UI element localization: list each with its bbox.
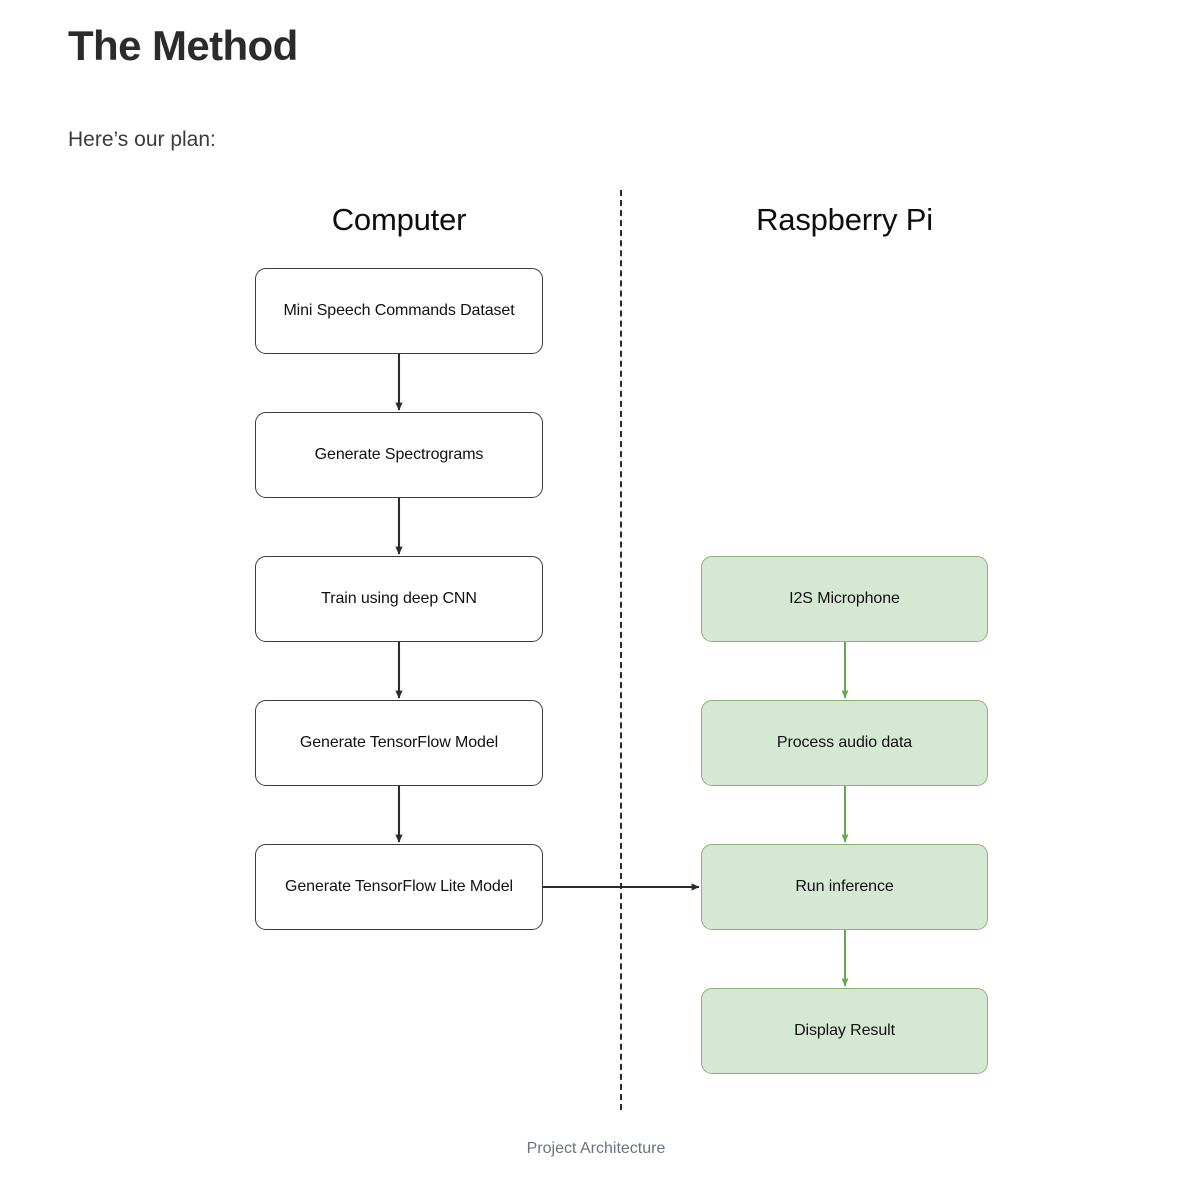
project-architecture-figure: Computer Raspberry Pi Mini Speech Comman…: [0, 170, 1192, 1190]
node-display-result[interactable]: Display Result: [701, 988, 988, 1074]
node-process-audio-data[interactable]: Process audio data: [701, 700, 988, 786]
node-generate-tensorflow-lite-model[interactable]: Generate TensorFlow Lite Model: [255, 844, 543, 930]
node-i2s-microphone[interactable]: I2S Microphone: [701, 556, 988, 642]
node-train-using-deep-cnn[interactable]: Train using deep CNN: [255, 556, 543, 642]
intro-paragraph: Here’s our plan:: [68, 128, 216, 151]
column-divider-dashed-line: [620, 190, 622, 1110]
node-mini-speech-commands-dataset[interactable]: Mini Speech Commands Dataset: [255, 268, 543, 354]
flowchart-diagram: Computer Raspberry Pi Mini Speech Comman…: [0, 170, 1192, 1120]
column-header-computer: Computer: [331, 202, 467, 237]
node-run-inference[interactable]: Run inference: [701, 844, 988, 930]
page-title: The Method: [68, 22, 298, 69]
column-header-raspberry-pi: Raspberry Pi: [756, 202, 933, 237]
node-generate-tensorflow-model[interactable]: Generate TensorFlow Model: [255, 700, 543, 786]
node-generate-spectrograms[interactable]: Generate Spectrograms: [255, 412, 543, 498]
figure-caption: Project Architecture: [526, 1140, 666, 1157]
connector-arrows: [395, 354, 849, 987]
